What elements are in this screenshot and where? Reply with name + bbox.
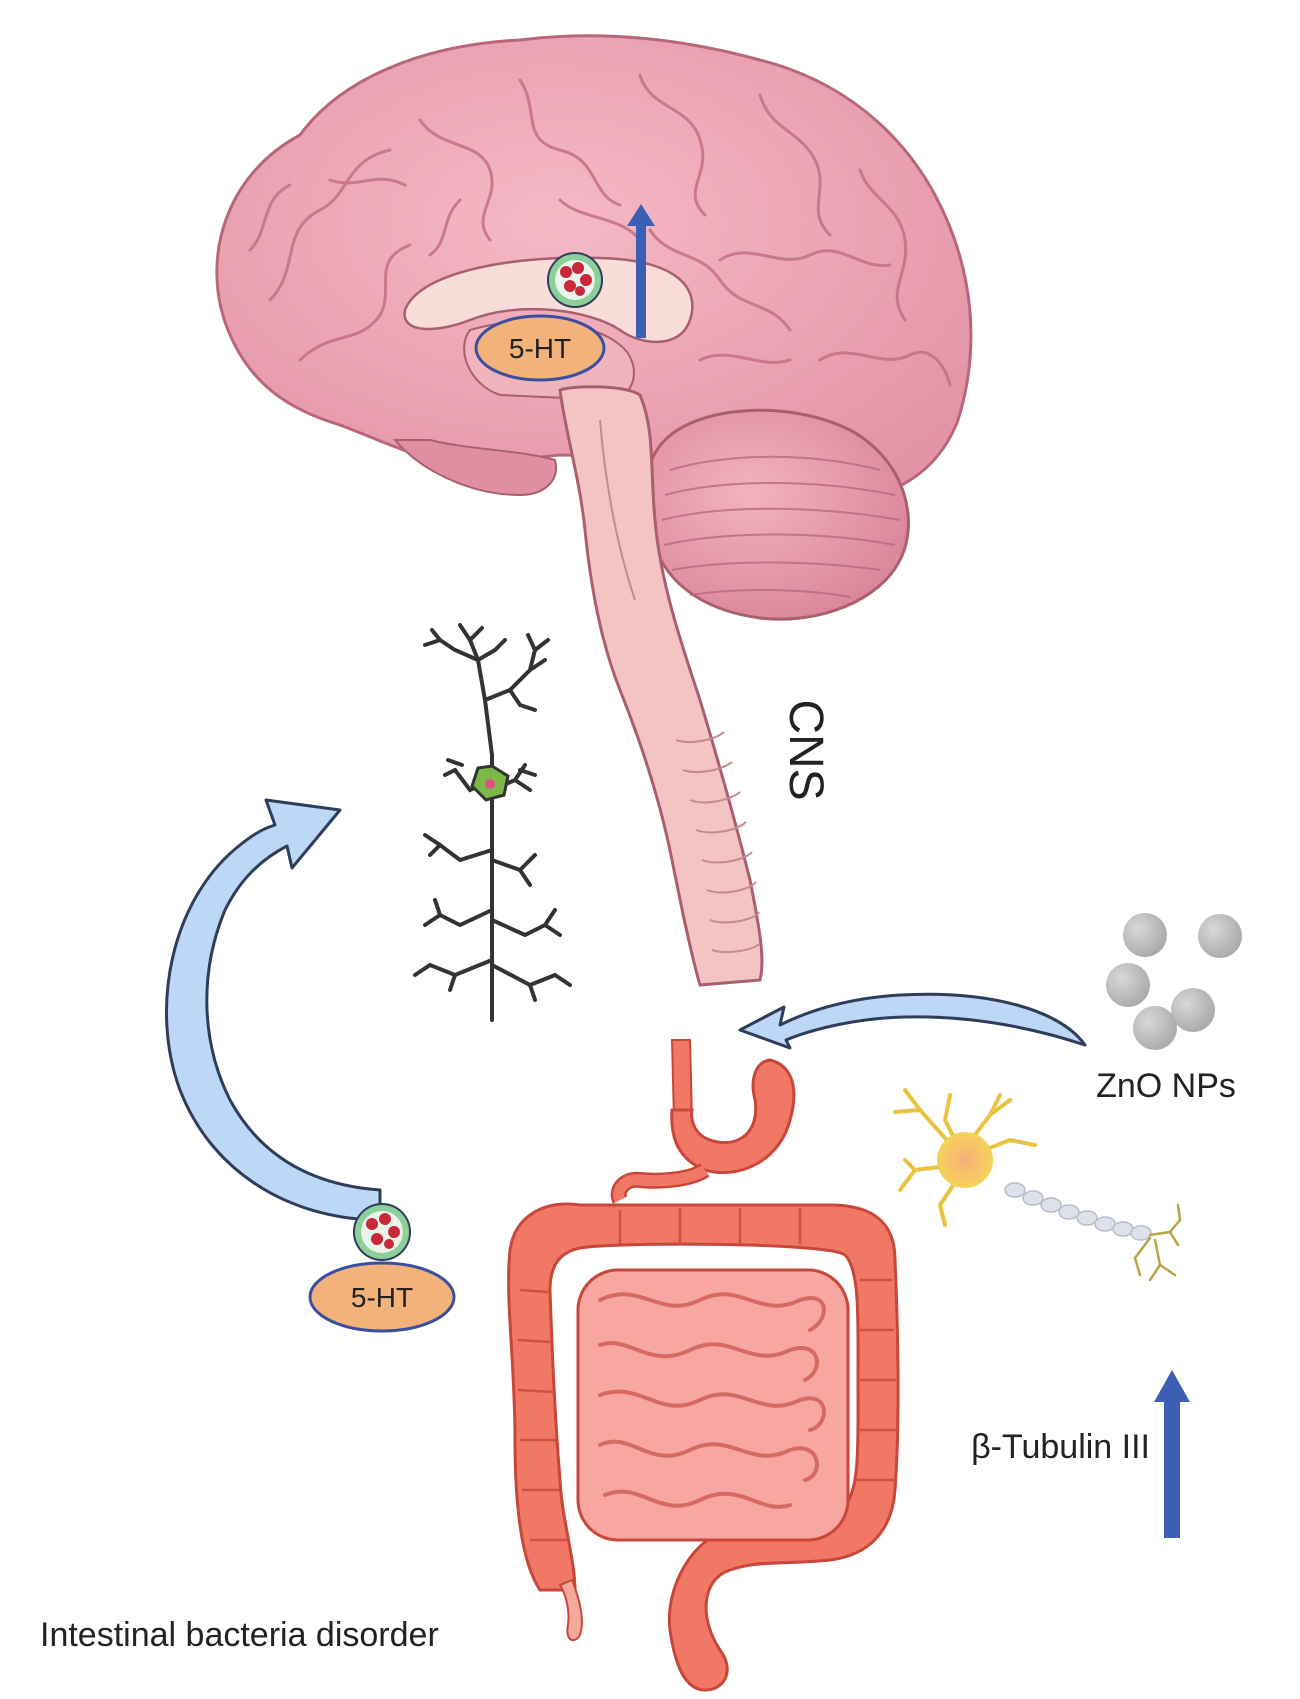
tubulin-up-arrow-icon xyxy=(1154,1370,1190,1538)
tubulin-label: β-Tubulin III xyxy=(971,1428,1150,1466)
brain-serotonin-label: 5-HT xyxy=(509,333,571,364)
gastrointestinal-tract xyxy=(509,1040,898,1690)
brain-vesicle-icon xyxy=(548,253,602,307)
small-intestine xyxy=(578,1270,848,1540)
bacteria-disorder-label: Intestinal bacteria disorder xyxy=(40,1616,439,1654)
brain-serotonin-badge: 5-HT xyxy=(476,316,604,380)
gut-vesicle-icon xyxy=(354,1204,410,1260)
appendix xyxy=(560,1580,582,1640)
enteric-neuron-icon xyxy=(895,1090,1180,1280)
cns-label: CNS xyxy=(779,699,832,800)
cerebellum xyxy=(645,410,908,619)
neuron-icon xyxy=(415,625,570,1020)
gut-to-brain-arrow-icon xyxy=(167,800,381,1220)
zno-nps-label: ZnO NPs xyxy=(1096,1067,1236,1105)
brain: 5-HT xyxy=(217,36,971,985)
nps-to-gut-arrow-icon xyxy=(740,994,1085,1048)
gut-serotonin-label: 5-HT xyxy=(351,1282,413,1313)
zno-nanoparticles-icon xyxy=(1106,913,1242,1050)
esophagus xyxy=(672,1040,692,1120)
gut-serotonin-badge: 5-HT xyxy=(310,1263,454,1331)
